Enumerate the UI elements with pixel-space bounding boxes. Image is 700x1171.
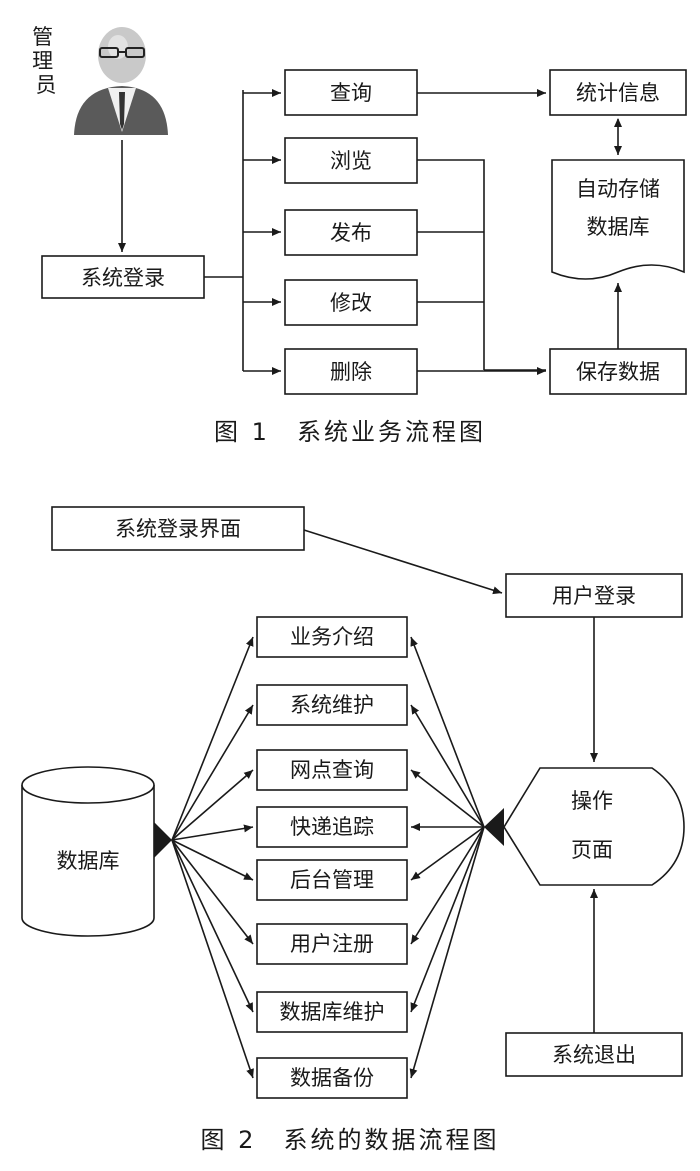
- database-label: 数据库: [57, 849, 120, 873]
- login-screen-label: 系统登录界面: [115, 517, 241, 541]
- database-hub: [154, 822, 172, 858]
- administrator-label: 管 理 员: [32, 25, 60, 97]
- business-intro-box: [256, 616, 408, 658]
- save-data-label: 保存数据: [576, 360, 660, 384]
- arrow-operation-to-branch-query: [410, 769, 485, 828]
- figure-1: 管 理 员 系统登录 查询 浏览 发布 修改 删除 统计信息: [32, 25, 687, 446]
- express-tracking-box: [256, 806, 408, 848]
- operation-page-shape: [503, 767, 685, 886]
- arrow-operation-to-database-maintenance: [410, 826, 485, 1013]
- arrow-operation-to-system-maintenance: [410, 704, 485, 828]
- operation-label-line1: 操作: [571, 789, 613, 813]
- arrow-db-to-business-intro: [171, 636, 254, 841]
- user-login-label: 用户登录: [552, 584, 636, 608]
- auto-storage-database-shape: [551, 159, 685, 280]
- browse-to-save-connector: [417, 159, 485, 370]
- figure-2: 系统登录界面 用户登录 操作 页面 系统退出 数据库 业务介绍系统维护网点查询快…: [21, 506, 685, 1154]
- arrow-db-to-backend-management: [171, 839, 254, 881]
- arrow-db-to-system-maintenance: [171, 704, 254, 841]
- arrow-operation-to-backend-management: [410, 826, 485, 881]
- browse-label: 浏览: [330, 149, 372, 173]
- system-exit-box: [505, 1032, 683, 1077]
- backend-management-box: [256, 859, 408, 901]
- storage-label-line1: 自动存储: [576, 177, 660, 201]
- system-login-box: [41, 255, 205, 299]
- statistics-label: 统计信息: [576, 81, 660, 105]
- data-backup-label: 数据备份: [290, 1066, 374, 1090]
- arrow-loginscreen-to-userlogin: [303, 529, 503, 595]
- storage-label-line2: 数据库: [587, 215, 650, 239]
- system-exit-label: 系统退出: [552, 1043, 636, 1067]
- business-intro-label: 业务介绍: [290, 625, 374, 649]
- arrow-db-to-database-maintenance: [171, 839, 254, 1013]
- database-maintenance-label: 数据库维护: [280, 1000, 385, 1024]
- arrow-db-to-user-registration: [171, 839, 254, 945]
- data-backup-box: [256, 1057, 408, 1099]
- publish-box: [284, 209, 418, 256]
- branch-query-label: 网点查询: [290, 758, 374, 782]
- user-login-box: [505, 573, 683, 618]
- user-registration-box: [256, 923, 408, 965]
- arrow-db-to-data-backup: [171, 839, 254, 1079]
- database-maintenance-box: [256, 991, 408, 1033]
- arrow-db-to-branch-query: [171, 769, 254, 841]
- branch-query-box: [256, 749, 408, 791]
- figure-2-caption: 图 2 系统的数据流程图: [201, 1126, 500, 1154]
- browse-box: [284, 137, 418, 184]
- login-screen-box: [51, 506, 305, 551]
- system-login-label: 系统登录: [81, 266, 165, 290]
- modify-label: 修改: [330, 291, 372, 315]
- query-box: [284, 69, 418, 116]
- query-label: 查询: [330, 81, 372, 105]
- operation-hub: [484, 808, 504, 846]
- administrator-icon: [74, 27, 168, 135]
- arrow-operation-to-business-intro: [410, 636, 485, 828]
- system-maintenance-box: [256, 684, 408, 726]
- user-registration-label: 用户注册: [290, 932, 374, 956]
- delete-label: 删除: [330, 360, 372, 384]
- database-cylinder: [21, 766, 155, 937]
- arrow-operation-to-user-registration: [410, 826, 485, 945]
- system-maintenance-label: 系统维护: [290, 693, 374, 717]
- save-data-box: [549, 348, 687, 395]
- figure-1-caption: 图 1 系统业务流程图: [214, 418, 486, 446]
- publish-label: 发布: [330, 221, 372, 245]
- delete-box: [284, 348, 418, 395]
- backend-management-label: 后台管理: [290, 868, 374, 892]
- statistics-box: [549, 69, 687, 116]
- arrow-operation-to-data-backup: [409, 826, 485, 1079]
- arrow-db-to-express-tracking: [171, 824, 254, 841]
- operation-label-line2: 页面: [571, 838, 613, 862]
- express-tracking-label: 快递追踪: [290, 815, 374, 839]
